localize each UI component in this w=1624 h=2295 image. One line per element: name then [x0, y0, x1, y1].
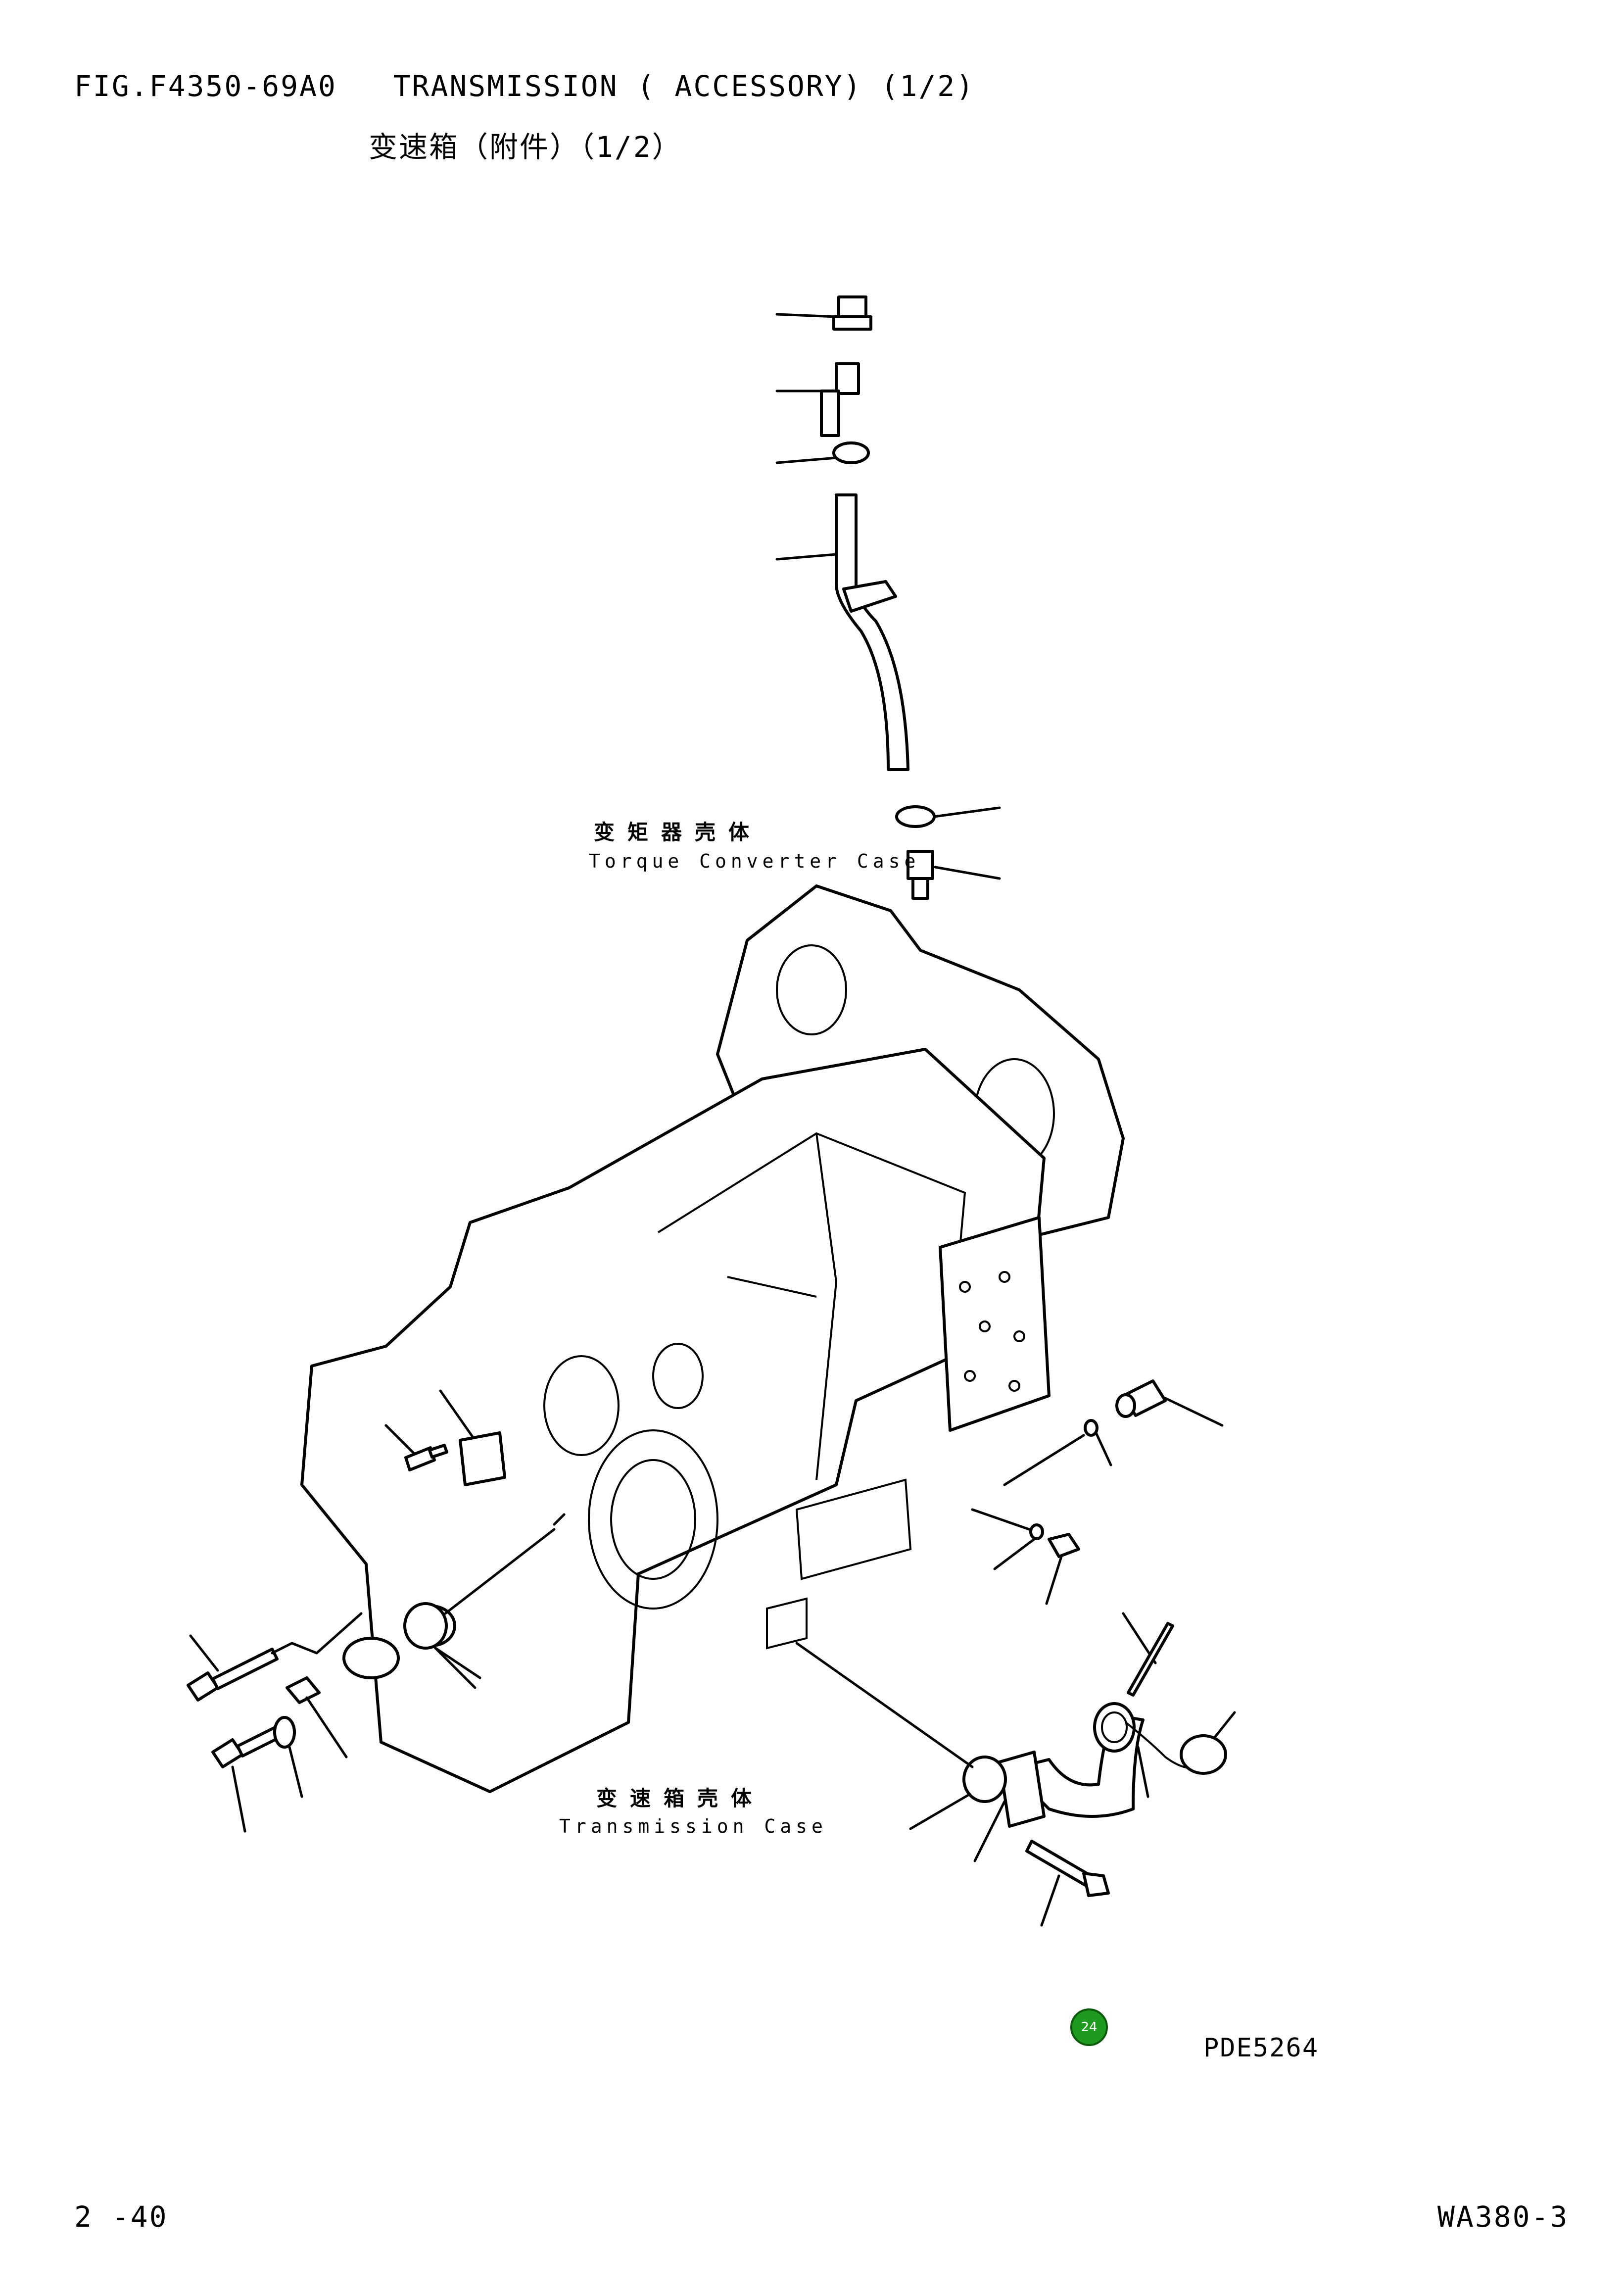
- hex-plug-part: [1045, 1533, 1080, 1605]
- mounting-bolt-lower-part: [211, 1725, 284, 1833]
- clamp-part: [895, 805, 1001, 828]
- torque-converter-case-label-en: Torque Converter Case: [589, 850, 920, 872]
- transmission-case-label-cn: 变速箱壳体: [596, 1786, 765, 1810]
- reference-code: PDE5264: [1203, 2033, 1319, 2063]
- breather-cap-part: [775, 295, 872, 331]
- bracket-part: [775, 362, 860, 437]
- flange-bolt-part: [1025, 1840, 1110, 1927]
- transmission-case-label-en: Transmission Case: [559, 1815, 827, 1837]
- connector-part: [907, 850, 1001, 900]
- washer-lower-part: [273, 1716, 303, 1798]
- model-number: WA380-3: [1437, 2200, 1569, 2234]
- o-ring-small-part: [971, 1508, 1044, 1570]
- gasket-part: [795, 1642, 1007, 1830]
- o-ring-plug-part: [1003, 1419, 1112, 1486]
- cotter-pin-part: [1122, 1612, 1174, 1697]
- figure-subtitle: 变速箱（附件）（1/2）: [369, 130, 682, 164]
- plate-bolt-part: [384, 1424, 448, 1471]
- filler-cap-part: [1180, 1711, 1236, 1775]
- page-badge: 24: [1070, 2008, 1108, 2046]
- page-number: 2 -40: [74, 2200, 168, 2234]
- hose-clamp-part: [775, 441, 870, 464]
- torque-converter-case-label-cn: 变矩器壳体: [594, 820, 763, 844]
- filler-pipe-part: [1008, 1702, 1200, 1818]
- dipstick-tube-part: [775, 493, 909, 771]
- o-ring-left-part: [403, 1602, 481, 1679]
- filler-flange-part: [973, 1751, 1046, 1862]
- figure-title: FIG.F4350-69A0 TRANSMISSION ( ACCESSORY)…: [74, 69, 975, 103]
- nameplate-part: [439, 1389, 506, 1486]
- mounting-bolt-upper-part: [187, 1612, 363, 1702]
- plug-part: [1115, 1379, 1224, 1427]
- transmission-housing: [300, 884, 1125, 1793]
- washer-upper-part: [286, 1676, 348, 1758]
